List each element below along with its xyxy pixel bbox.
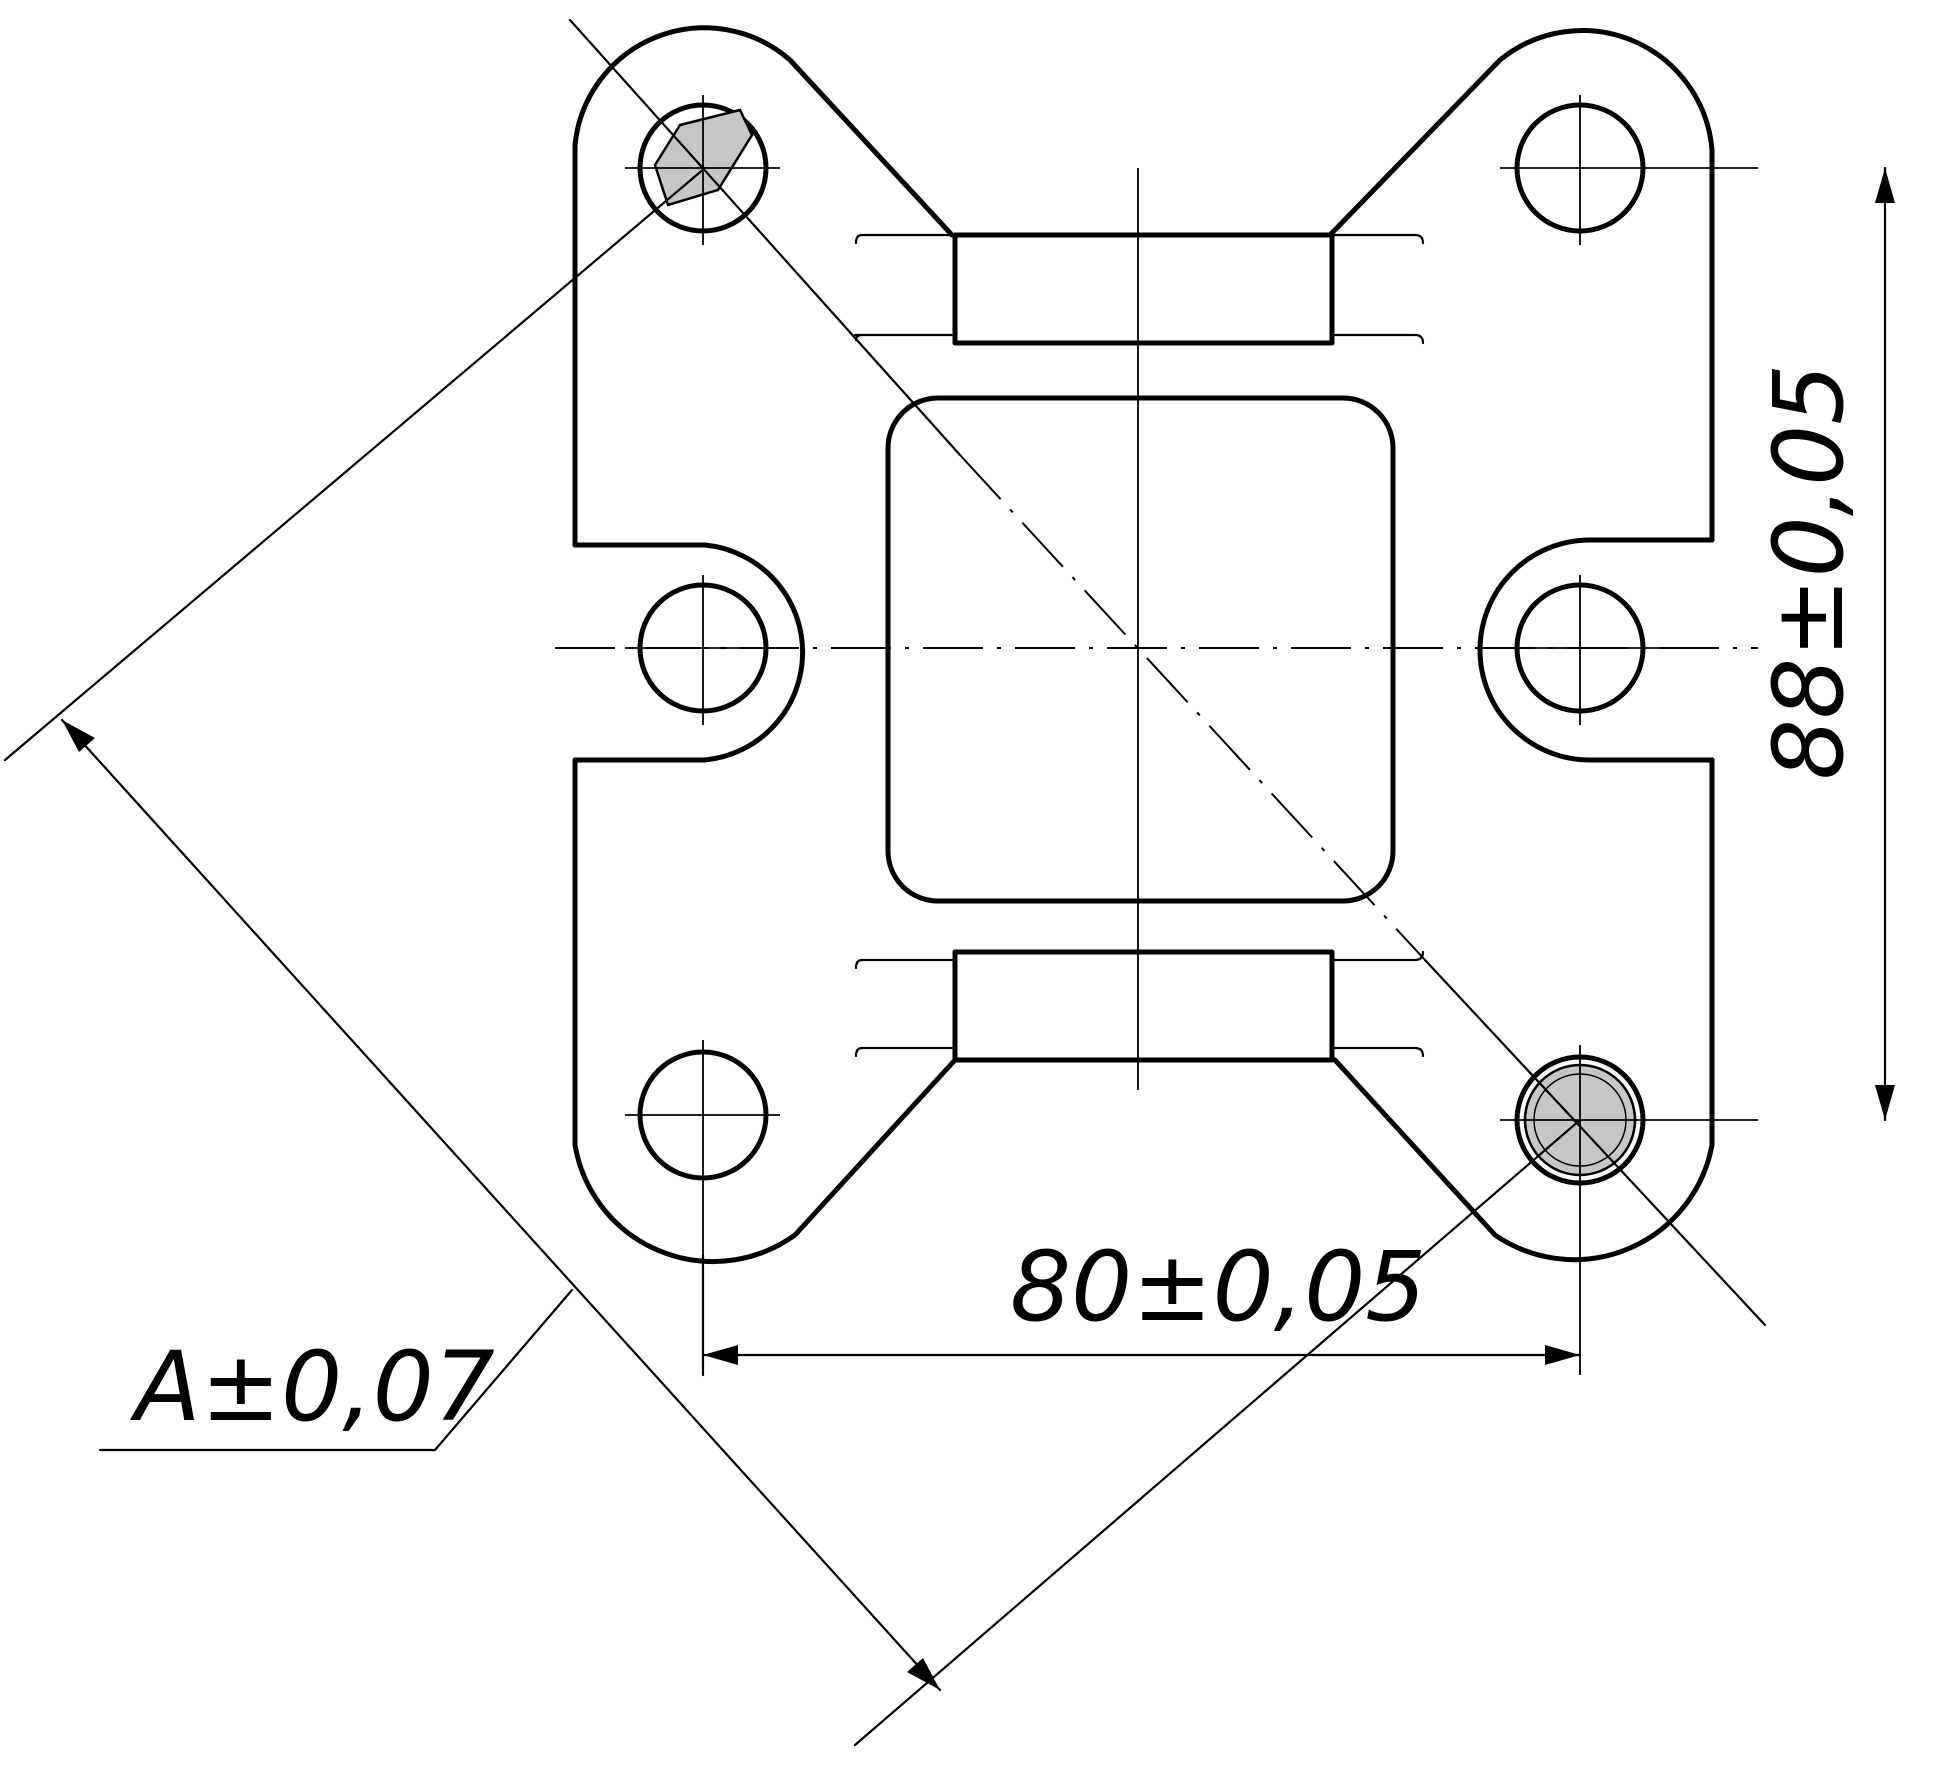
dimension-A: A±0,07 [60, 718, 942, 1692]
dimension-88: 88±0,05 [1753, 166, 1895, 1122]
dimension-88-label: 88±0,05 [1753, 364, 1865, 780]
diagonal-extension-lines [3, 166, 1582, 1747]
bottom-slot [854, 949, 1425, 1063]
dimension-80: 80±0,05 [701, 1231, 1582, 1377]
dimension-80-label: 80±0,05 [1010, 1231, 1426, 1343]
top-slot [853, 232, 1425, 346]
plate-outline [572, 25, 1715, 1265]
dimension-A-label: A±0,07 [129, 1331, 495, 1443]
central-window [885, 395, 1396, 904]
diagonal-pin-axis [568, 18, 1767, 1327]
